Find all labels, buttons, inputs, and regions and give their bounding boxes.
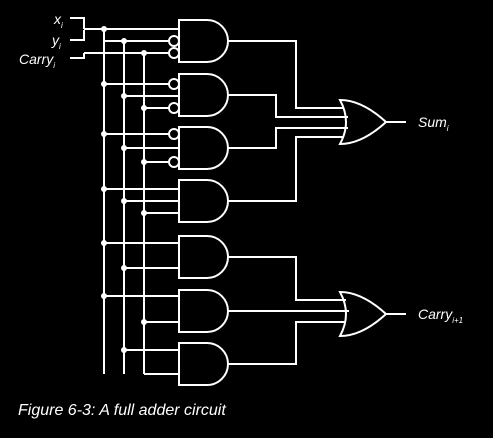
output-label-carry-out: Carryi+1 (418, 306, 463, 325)
junction-dot (101, 186, 107, 192)
or-gate-carry-out (338, 290, 388, 338)
figure-caption: Figure 6-3: A full adder circuit (18, 402, 226, 419)
and-gate-4 (178, 179, 229, 223)
input-stub-carry (70, 53, 85, 59)
junction-dot (101, 240, 107, 246)
junction-dot (121, 38, 127, 44)
input-label-x: xi (53, 11, 63, 30)
gate1-output-wire (228, 40, 344, 109)
and-gate-1 (178, 19, 229, 63)
and-gate-3 (178, 126, 229, 170)
and-gate-6 (178, 289, 229, 333)
gate2-invert-bubble-c (168, 102, 180, 114)
and-gate-5 (178, 235, 229, 279)
gate4-output-wire (228, 136, 344, 202)
junction-dot (121, 347, 127, 353)
gate3-invert-bubble-c (168, 156, 180, 168)
junction-dot (121, 265, 127, 271)
gate5-output-wire (228, 256, 346, 301)
junction-dot (141, 50, 147, 56)
and-gate-2 (178, 73, 229, 117)
or-gate-sum (338, 98, 388, 146)
input-stub-x (70, 17, 85, 29)
gate3-invert-bubble-a (168, 128, 180, 140)
gate1-invert-bubble-c (168, 47, 180, 59)
junction-dot (101, 26, 107, 32)
gate2-invert-bubble-a (168, 78, 180, 90)
junction-dot (101, 81, 107, 87)
junction-dot (121, 145, 127, 151)
and-gate-7 (178, 342, 229, 386)
output-label-sum: Sumi (418, 114, 449, 133)
junction-dot (141, 159, 147, 165)
junction-dot (121, 198, 127, 204)
junction-dot (121, 93, 127, 99)
junction-dot (101, 293, 107, 299)
junction-dot (141, 319, 147, 325)
input-label-y: yi (51, 32, 61, 51)
junction-dot (141, 105, 147, 111)
junction-dot (101, 131, 107, 137)
gate7-output-wire (228, 321, 346, 365)
junction-dot (141, 210, 147, 216)
gate2-output-wire (228, 94, 348, 118)
gate3-output-wire (228, 127, 348, 149)
input-stub-y (70, 30, 85, 41)
input-label-carry-in: Carryi (19, 51, 55, 70)
gate1-invert-bubble-b (168, 35, 180, 47)
